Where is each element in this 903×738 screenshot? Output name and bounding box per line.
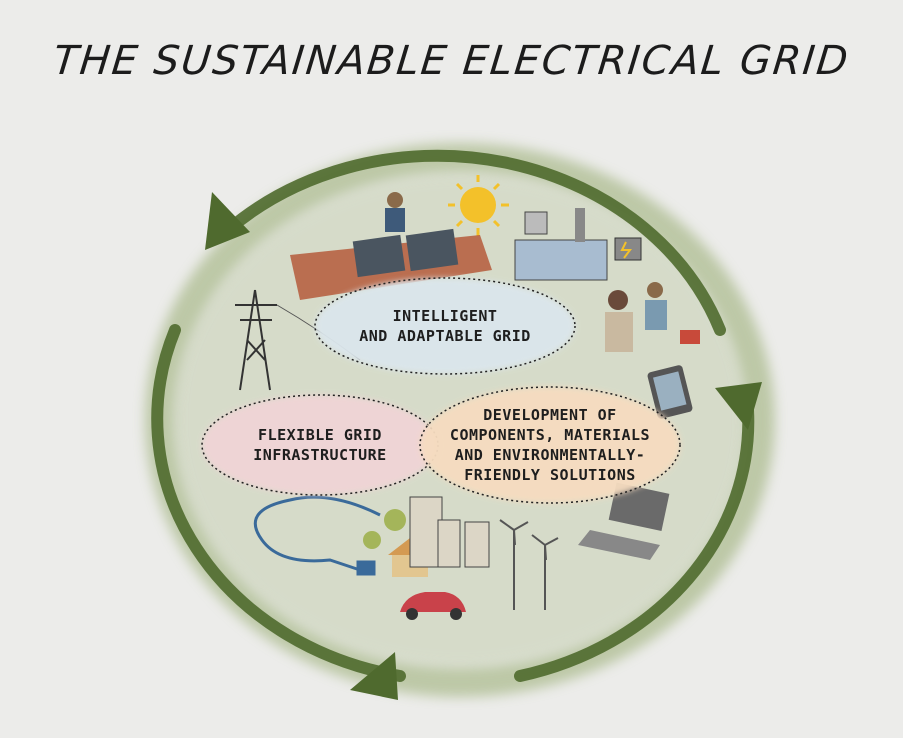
label-line: AND ADAPTABLE GRID bbox=[359, 327, 531, 345]
laptop-icon bbox=[578, 482, 670, 560]
ellipse-intelligent bbox=[314, 277, 576, 375]
label-line: FLEXIBLE GRID bbox=[258, 426, 382, 444]
cycle-ring bbox=[151, 149, 755, 682]
worker-installing-solar-panels bbox=[290, 192, 492, 300]
arrowhead-top-left bbox=[205, 192, 250, 250]
arrowhead-right bbox=[715, 382, 762, 430]
arrowhead-bottom bbox=[350, 652, 398, 700]
smartphone-icon bbox=[647, 365, 693, 419]
ellipse-development bbox=[419, 386, 681, 504]
label-line: INTELLIGENT bbox=[392, 307, 498, 325]
cycle-arrowheads bbox=[205, 192, 762, 700]
power-plant-icon bbox=[514, 208, 608, 281]
label-intelligent: INTELLIGENT AND ADAPTABLE GRID bbox=[315, 306, 575, 346]
label-line: INFRASTRUCTURE bbox=[253, 446, 387, 464]
people-with-devices bbox=[605, 282, 700, 352]
car-icon bbox=[400, 592, 466, 620]
label-line: FRIENDLY SOLUTIONS bbox=[464, 466, 636, 484]
wind-turbines-icon bbox=[499, 519, 559, 610]
label-development: DEVELOPMENT OF COMPONENTS, MATERIALS AND… bbox=[420, 405, 680, 485]
power-cable-plug-icon bbox=[253, 495, 381, 576]
apartment-buildings-icon bbox=[409, 496, 490, 568]
page-title: THE SUSTAINABLE ELECTRICAL GRID bbox=[51, 38, 852, 84]
sun-icon bbox=[448, 175, 509, 236]
label-line: COMPONENTS, MATERIALS bbox=[449, 426, 651, 444]
label-line: AND ENVIRONMENTALLY- bbox=[454, 446, 646, 464]
label-line: DEVELOPMENT OF bbox=[483, 406, 617, 424]
label-flexible: FLEXIBLE GRID INFRASTRUCTURE bbox=[202, 425, 438, 465]
battery-icon bbox=[614, 237, 642, 261]
trees-icon bbox=[363, 509, 406, 549]
